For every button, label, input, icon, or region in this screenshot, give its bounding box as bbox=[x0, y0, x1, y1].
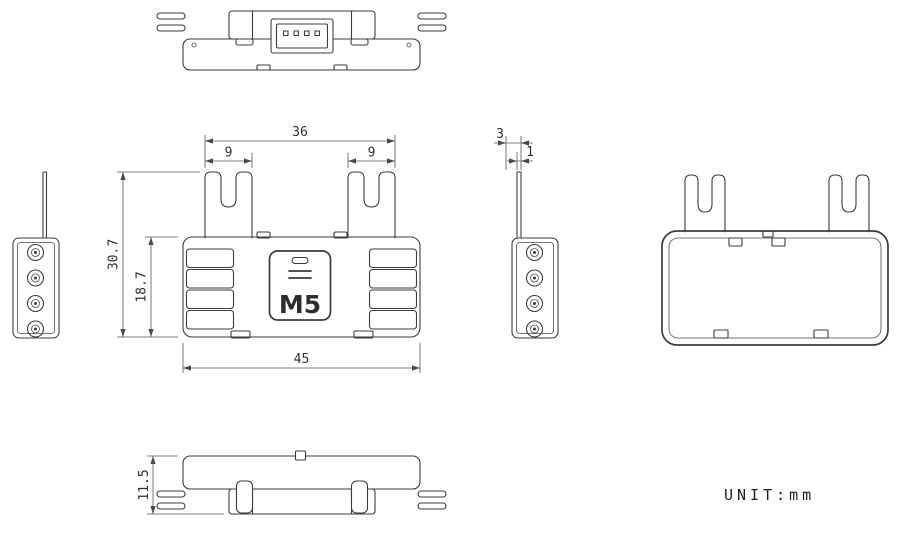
dim-label-3: 3 bbox=[496, 127, 504, 142]
top-lead-right-2 bbox=[417, 24, 447, 32]
top-block-dividers bbox=[251, 10, 353, 40]
rear-fork-right bbox=[828, 174, 870, 233]
bottom-block-dividers bbox=[251, 488, 353, 515]
front-left-terminal-block bbox=[185, 248, 235, 330]
dim-side-offset: 3 bbox=[494, 127, 533, 170]
dim-label-45: 45 bbox=[294, 352, 310, 367]
dim-label-18-7: 18.7 bbox=[135, 271, 150, 302]
unit-label: UNIT:mm bbox=[724, 486, 815, 504]
top-fork-base-left bbox=[235, 38, 254, 46]
dim-fork-width-right: 9 bbox=[348, 146, 395, 164]
bottom-main-bar bbox=[182, 455, 421, 490]
top-tab-left bbox=[256, 64, 271, 71]
rear-outer-shell bbox=[661, 230, 889, 346]
top-lead-left-2 bbox=[156, 24, 186, 32]
terminal-cell bbox=[368, 248, 418, 269]
terminal-cell bbox=[368, 289, 418, 310]
front-bottom-tab-left bbox=[230, 330, 251, 339]
connector-pin-4 bbox=[314, 30, 321, 37]
bottom-view: 11.5 bbox=[137, 450, 447, 515]
dim-label-9-right: 9 bbox=[368, 146, 376, 161]
terminal-cell bbox=[185, 309, 235, 330]
housing-outline bbox=[268, 250, 332, 321]
side-view-body bbox=[511, 237, 559, 339]
connector-pin-2 bbox=[293, 30, 300, 37]
housing-vents bbox=[288, 270, 312, 279]
front-bottom-tab-right bbox=[353, 330, 374, 339]
left-view-inner bbox=[17, 242, 55, 334]
right-rear-view bbox=[661, 174, 889, 346]
left-view-body bbox=[12, 237, 60, 339]
grove-connector-inner bbox=[275, 23, 329, 49]
rear-fork-left bbox=[684, 174, 726, 233]
connector-pin-3 bbox=[303, 30, 310, 37]
left-side-view bbox=[12, 171, 60, 339]
dim-label-9-left: 9 bbox=[225, 146, 233, 161]
front-view: M5 bbox=[182, 171, 421, 339]
housing-slot bbox=[291, 256, 309, 265]
front-top-tab-right bbox=[333, 231, 348, 239]
side-view-pin bbox=[516, 171, 522, 239]
top-screw-right bbox=[406, 42, 412, 48]
dim-overall-height: 30.7 bbox=[107, 171, 200, 338]
dim-body-height: 18.7 bbox=[135, 236, 178, 337]
bottom-fork-section-left bbox=[235, 480, 254, 514]
side-view-with-pin: 3 1 bbox=[494, 127, 559, 339]
rear-tab-bottom-2 bbox=[813, 329, 829, 339]
dim-base-height: 11.5 bbox=[137, 455, 224, 515]
side-view-screw-terminals bbox=[525, 243, 544, 338]
dim-label-1: 1 bbox=[526, 145, 534, 160]
rear-inner-shell bbox=[668, 237, 882, 339]
rear-tab-top-2 bbox=[771, 237, 786, 247]
bottom-fork-section-right bbox=[350, 480, 369, 514]
dim-label-30-7: 30.7 bbox=[107, 239, 122, 270]
top-fork-base-right bbox=[350, 38, 369, 46]
top-view bbox=[156, 10, 447, 71]
left-view-pin bbox=[42, 171, 48, 239]
rear-tab-bottom-1 bbox=[713, 329, 729, 339]
terminal-cell bbox=[185, 268, 235, 289]
front-fork-right bbox=[347, 171, 396, 239]
connector-pin-1 bbox=[282, 30, 289, 37]
bottom-terminal-block bbox=[228, 488, 376, 515]
bottom-lead-left-1 bbox=[156, 490, 186, 498]
bottom-lead-left-2 bbox=[156, 502, 186, 510]
terminal-cell bbox=[185, 289, 235, 310]
side-view-inner bbox=[516, 242, 554, 334]
grove-connector bbox=[270, 18, 334, 54]
rear-tab-top-1 bbox=[728, 237, 743, 247]
dim-body-width: 45 bbox=[182, 343, 421, 373]
bottom-lead-right-2 bbox=[417, 502, 447, 510]
front-right-terminal-block bbox=[368, 248, 418, 330]
left-view-screw-terminals bbox=[26, 243, 45, 338]
dim-fork-width-left: 9 bbox=[205, 146, 252, 164]
bottom-center-notch bbox=[294, 450, 307, 461]
terminal-cell bbox=[368, 268, 418, 289]
front-center-housing: M5 bbox=[268, 250, 332, 321]
front-fork-left bbox=[204, 171, 253, 239]
dim-fork-span: 36 bbox=[204, 125, 396, 168]
dim-pin-thickness: 1 bbox=[507, 145, 534, 170]
front-body bbox=[182, 236, 421, 338]
front-top-tab-left bbox=[256, 231, 271, 239]
rear-top-clip bbox=[762, 230, 774, 238]
dim-label-36: 36 bbox=[292, 125, 308, 140]
dim-label-11-5: 11.5 bbox=[137, 469, 152, 500]
top-screw-left bbox=[191, 42, 197, 48]
terminal-cell bbox=[368, 309, 418, 330]
terminal-cell bbox=[185, 248, 235, 269]
bottom-lead-right-1 bbox=[417, 490, 447, 498]
top-lead-left-1 bbox=[156, 12, 186, 20]
top-tab-right bbox=[333, 64, 348, 71]
m5-logo: M5 bbox=[279, 290, 321, 319]
top-lead-right-1 bbox=[417, 12, 447, 20]
